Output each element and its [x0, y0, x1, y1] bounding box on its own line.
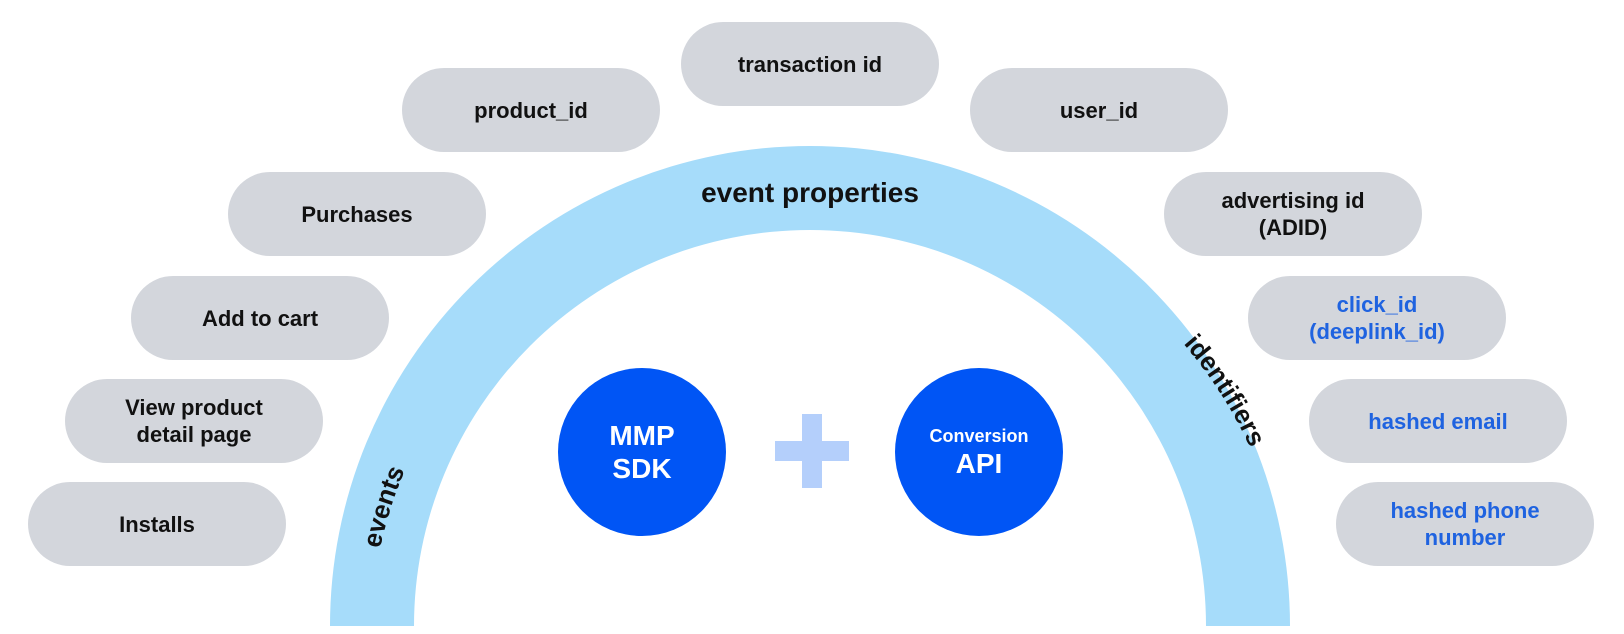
conversion-api-main-label: API — [955, 447, 1003, 479]
pill-user-id: user_id — [970, 68, 1228, 152]
pill-purchases: Purchases — [228, 172, 486, 256]
pill-click-id: click_id (deeplink_id) — [1248, 276, 1506, 360]
pill-transaction-id: transaction id — [681, 22, 939, 106]
pill-installs: Installs — [28, 482, 286, 566]
pill-hashed-email-label: hashed email — [1368, 408, 1508, 434]
pill-user-id-label: user_id — [1059, 97, 1139, 123]
mmp-sdk-circle: MMP SDK — [558, 368, 726, 536]
pill-product-id-label: product_id — [474, 97, 588, 123]
pill-installs-label: Installs — [119, 511, 195, 537]
pill-hashed-phone-number: hashed phone number — [1336, 482, 1594, 566]
pill-advertising-id: advertising id (ADID) — [1164, 172, 1422, 256]
pill-click-id-label: click_id (deeplink_id) — [1309, 292, 1445, 344]
pill-hashed-email: hashed email — [1309, 379, 1567, 463]
pill-add-to-cart: Add to cart — [131, 276, 389, 360]
pill-advertising-id-label: advertising id (ADID) — [1221, 188, 1365, 240]
pill-product-id: product_id — [402, 68, 660, 152]
arch-band — [330, 146, 1290, 626]
pill-hashed-phone-number-label: hashed phone number — [1390, 498, 1540, 550]
pill-transaction-id-label: transaction id — [737, 51, 883, 77]
pill-add-to-cart-label: Add to cart — [201, 305, 319, 331]
plus-icon — [775, 414, 849, 488]
conversion-api-small-label: Conversion — [929, 425, 1029, 446]
pill-purchases-label: Purchases — [301, 201, 413, 227]
mmp-sdk-label: MMP SDK — [609, 420, 675, 484]
arch-top-label: event properties — [701, 177, 919, 208]
pill-view-product-detail-page: View product detail page — [65, 379, 323, 463]
pill-view-product-detail-page-label: View product detail page — [125, 395, 263, 447]
conversion-api-circle: Conversion API — [895, 368, 1063, 536]
